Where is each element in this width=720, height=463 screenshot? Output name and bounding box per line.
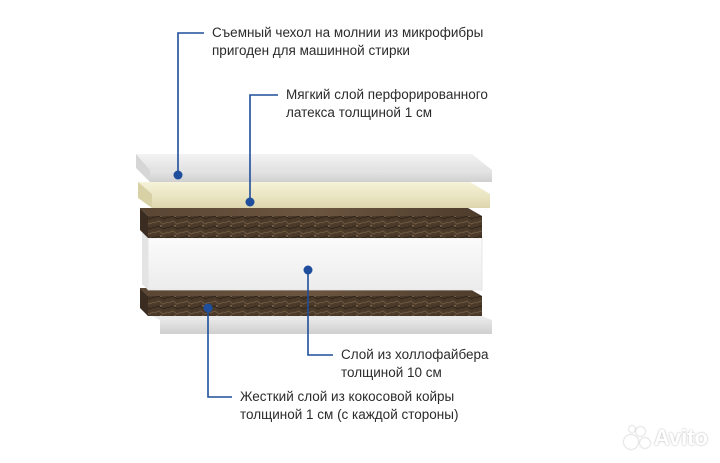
leader-line-hollofiber <box>307 270 333 356</box>
leader-line-cover <box>177 32 204 175</box>
leader-dot-hollofiber <box>303 265 313 275</box>
avito-dots-icon <box>623 425 650 451</box>
callout-hollofiber-line1: Слой из холлофайбера <box>341 347 489 362</box>
callout-hollofiber: Слой из холлофайбера толщиной 10 см <box>341 346 489 382</box>
callout-latex: Мягкий слой перфорированного латекса тол… <box>286 86 488 122</box>
callout-latex-line1: Мягкий слой перфорированного <box>286 87 488 102</box>
callout-coir-line1: Жесткий слой из кокосовой койры <box>240 389 455 404</box>
top-cover-layer <box>136 154 492 182</box>
callout-cover: Съемный чехол на молнии из микрофибры пр… <box>212 24 483 60</box>
leader-line-latex <box>249 94 278 202</box>
leader-dots <box>173 170 313 313</box>
leader-line-coir <box>207 308 232 398</box>
callout-coir: Жесткий слой из кокосовой койры толщиной… <box>240 388 458 424</box>
callout-cover-line2: пригоден для машинной стирки <box>212 43 410 58</box>
callout-hollofiber-line2: толщиной 10 см <box>341 365 442 380</box>
leader-dot-cover <box>173 170 183 180</box>
leader-lines <box>177 32 333 398</box>
bottom-cover-layer <box>148 314 492 334</box>
callout-coir-line2: толщиной 1 см (с каждой стороны) <box>240 407 459 422</box>
top-coir-layer <box>140 208 482 238</box>
bottom-coir-layer <box>140 288 482 316</box>
avito-watermark: Avito <box>623 425 708 451</box>
avito-watermark-text: Avito <box>653 425 708 450</box>
hollofiber-layer <box>142 232 483 291</box>
callout-cover-line1: Съемный чехол на молнии из микрофибры <box>212 25 484 40</box>
latex-layer <box>138 182 490 208</box>
leader-dot-coir <box>203 303 213 313</box>
callout-latex-line2: латекса толщиной 1 см <box>286 105 433 120</box>
leader-dot-latex <box>245 197 255 207</box>
